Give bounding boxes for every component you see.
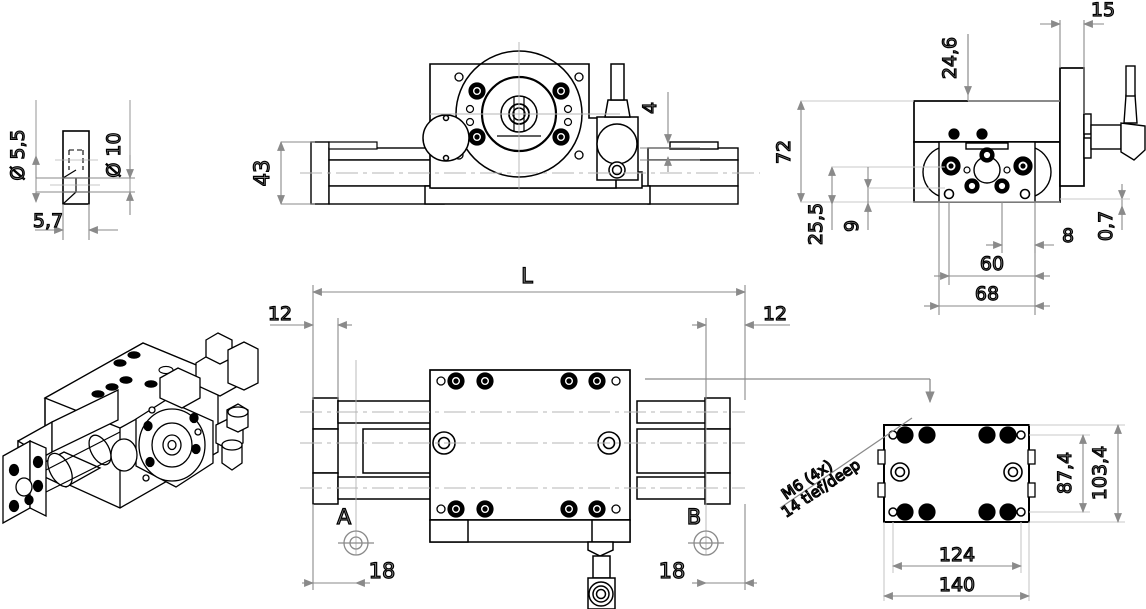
dim-d1034-label: 103,4 (1089, 446, 1111, 500)
view-isometric (2, 332, 259, 525)
socket-screw (552, 82, 570, 100)
dim-d07-label: 0,7 (1095, 211, 1117, 241)
socket-screw (994, 178, 1010, 194)
socket-screw (447, 500, 465, 518)
dim-d4-label: 4 (639, 102, 661, 114)
view-plan: L 12 12 A 18 (267, 263, 790, 609)
socket-screw (476, 372, 494, 390)
dim-d9-label: 9 (841, 220, 863, 232)
socket-screw (468, 82, 486, 100)
socket-screw (1013, 156, 1033, 176)
socket-screw (552, 128, 570, 146)
dim-d8-label: 8 (1062, 225, 1074, 247)
dim-L-label: L (521, 264, 533, 288)
dim-d60-label: 60 (980, 253, 1004, 275)
datum-B-label: B (687, 505, 701, 529)
socket-screw (588, 372, 606, 390)
socket-screw (964, 178, 980, 194)
socket-screw (588, 500, 606, 518)
socket-screw (476, 500, 494, 518)
socket-screw (941, 156, 961, 176)
dim-d18L-label: 18 (369, 559, 396, 583)
dim-dia55-label: Ø 5,5 (7, 129, 29, 180)
dim-d246-label: 24,6 (939, 37, 961, 79)
dim-d15-label: 15 (1091, 0, 1115, 21)
socket-screw (979, 147, 995, 163)
datum-A-label: A (337, 505, 352, 529)
socket-screw (447, 372, 465, 390)
dim-d72-label: 72 (773, 140, 795, 164)
dim-d18R-label: 18 (659, 559, 686, 583)
socket-screw (560, 372, 578, 390)
dim-w57-label: 5,7 (33, 210, 63, 232)
dim-h43-label: 43 (250, 160, 274, 187)
dim-d124-label: 124 (939, 544, 975, 566)
dim-d874-label: 87,4 (1054, 452, 1076, 494)
dim-d255-label: 25,5 (805, 203, 827, 245)
dim-d12R-label: 12 (763, 303, 787, 325)
dim-dia10-label: Ø 10 (103, 132, 125, 177)
socket-screw (560, 500, 578, 518)
view-front-elevation: 43 4 (249, 42, 760, 205)
socket-screw (468, 128, 486, 146)
view-counterbore-detail: Ø 5,5 Ø 10 5,7 (6, 100, 135, 240)
dim-d140-label: 140 (939, 574, 975, 596)
dim-d12L-label: 12 (268, 303, 292, 325)
dim-d68-label: 68 (975, 283, 999, 305)
view-side-elevation: 24,6 15 72 25,5 9 0,7 8 60 68 (772, 0, 1146, 315)
